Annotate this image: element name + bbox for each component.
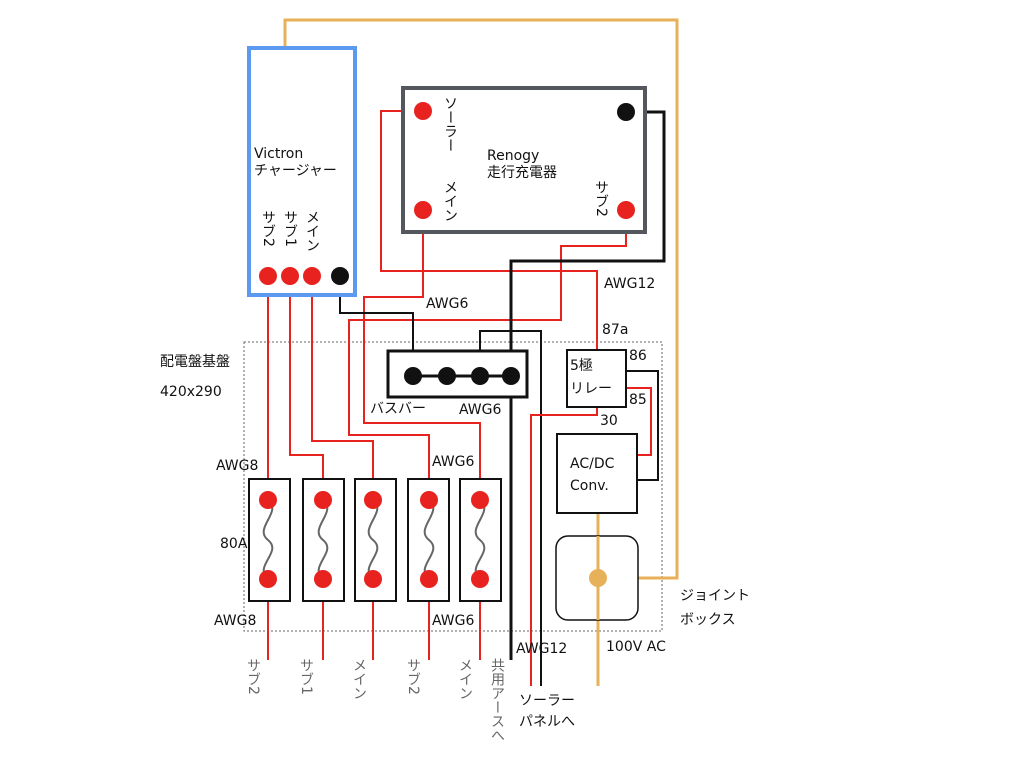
output-sub1: サブ1 [298, 658, 314, 695]
renogy-terminal-main-label: メイン [442, 180, 458, 222]
output-main-a: メイン [351, 658, 367, 700]
output-solar-line2: パネルへ [519, 714, 575, 730]
label-awg6-bottom: AWG6 [432, 613, 475, 629]
wire-relay-30 [530, 407, 598, 686]
label-awg12-top: AWG12 [604, 276, 655, 292]
victron-charger-box [247, 46, 357, 297]
relay-pin-86: 86 [629, 348, 647, 364]
acdc-converter-box [556, 433, 638, 514]
relay-pin-87a: 87a [602, 322, 628, 338]
victron-terminal-sub2-label: サブ2 [260, 210, 276, 247]
ac-wire-victron [283, 18, 679, 580]
acdc-label-1: AC/DC [570, 456, 615, 472]
label-fuse-80a: 80A [220, 536, 248, 552]
label-100v-ac: 100V AC [606, 639, 666, 655]
fuse-2 [302, 478, 345, 602]
output-main-b: メイン [457, 658, 473, 700]
renogy-terminal-main [414, 201, 432, 219]
label-awg6-top: AWG6 [426, 296, 469, 312]
renogy-terminal-sub2-label: サブ2 [593, 180, 609, 217]
relay-box [566, 349, 627, 408]
renogy-label-2: 走行充電器 [487, 165, 557, 181]
relay-label-1: 5極 [570, 358, 593, 374]
output-sub2-b: サブ2 [405, 658, 421, 695]
victron-label-2: チャージャー [254, 163, 337, 179]
fuse-1 [248, 478, 291, 602]
wire-renogy-main [363, 210, 481, 487]
junction-label-1: ジョイント [680, 588, 750, 604]
relay-label-2: リレー [570, 381, 612, 397]
acdc-label-2: Conv. [570, 478, 609, 494]
wire-relay-85 [626, 387, 652, 456]
victron-terminal-sub1 [281, 267, 299, 285]
victron-label-1: Victron [254, 146, 303, 162]
fuse-3 [354, 478, 397, 602]
board-title: 配電盤基盤 [160, 353, 230, 370]
victron-terminal-main-label: メイン [304, 210, 320, 252]
output-sub2-a: サブ2 [245, 658, 261, 695]
victron-terminal-sub1-label: サブ1 [282, 210, 298, 247]
renogy-terminal-sub2 [617, 201, 635, 219]
wire-victron-main [311, 276, 374, 500]
victron-terminal-negative [331, 267, 349, 285]
renogy-terminal-solar [414, 102, 432, 120]
wire-relay-86 [626, 370, 659, 481]
wire-victron-sub1 [289, 276, 324, 500]
label-awg6-busbar: AWG6 [459, 402, 502, 418]
wire-renogy-sub2 [348, 210, 627, 500]
label-awg8-bottom: AWG8 [214, 613, 256, 629]
fuse-4 [407, 478, 450, 602]
output-ground: 共用アースへ [489, 658, 505, 742]
distribution-board-outline [243, 341, 663, 632]
renogy-terminal-negative [617, 103, 635, 121]
junction-label-2: ボックス [680, 612, 736, 628]
renogy-charger-box [401, 86, 647, 234]
relay-pin-30: 30 [600, 413, 618, 429]
label-awg6-fuse-top: AWG6 [432, 454, 475, 470]
label-awg12-bottom: AWG12 [516, 641, 567, 657]
busbar-label: バスバー [370, 401, 426, 417]
label-awg8-top: AWG8 [216, 458, 258, 474]
renogy-label-1: Renogy [487, 148, 539, 164]
fuse-5 [459, 478, 502, 602]
renogy-terminal-solar-label: ソーラー [442, 96, 458, 152]
output-solar-line1: ソーラー [519, 693, 575, 709]
board-size: 420x290 [160, 384, 222, 400]
relay-pin-85: 85 [629, 392, 647, 408]
junction-node [589, 569, 607, 587]
wire-renogy-solar [380, 110, 598, 350]
victron-terminal-main [303, 267, 321, 285]
victron-terminal-sub2 [259, 267, 277, 285]
